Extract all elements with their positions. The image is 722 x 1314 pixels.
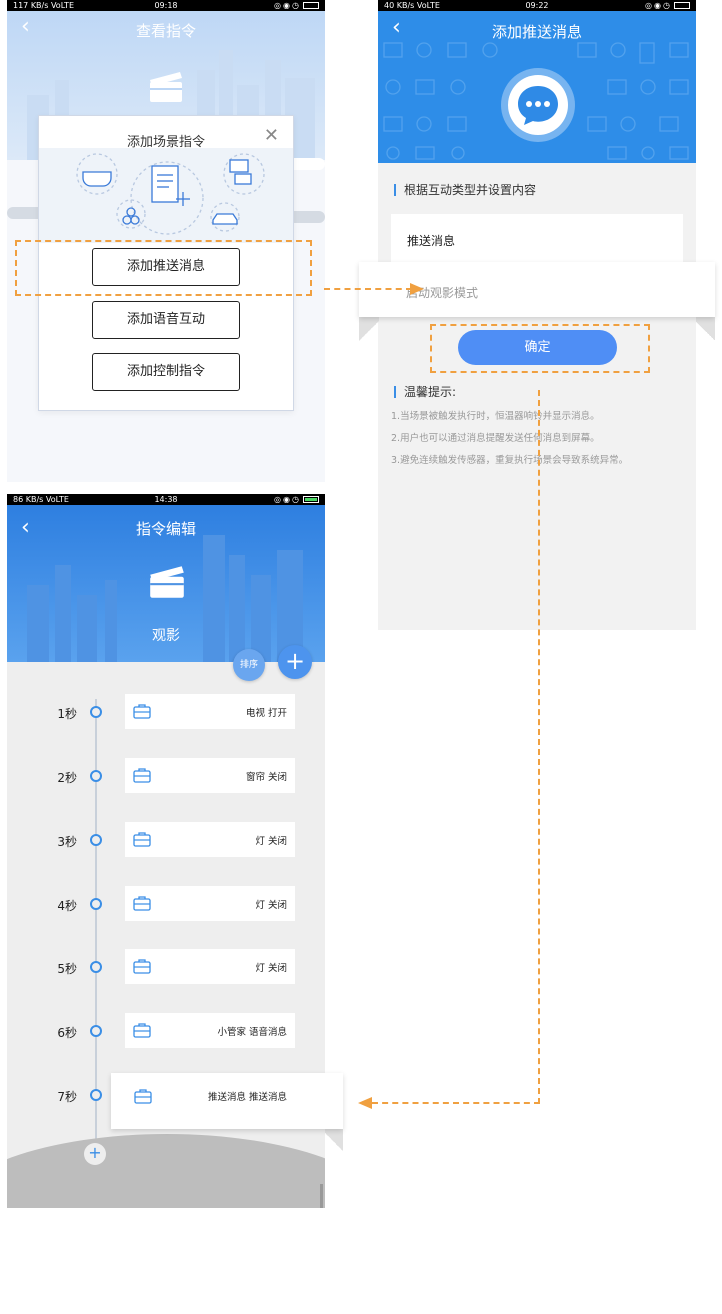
row-text: 电视 打开 (245, 708, 287, 719)
timeline (95, 699, 97, 1159)
sort-button[interactable]: 排序 (233, 649, 265, 681)
back-icon[interactable]: ‹ (392, 15, 401, 40)
page-title: 添加推送消息 (491, 23, 582, 41)
back-icon[interactable]: ‹ (21, 14, 30, 39)
row-text: 推送消息 推送消息 (207, 1092, 287, 1103)
tip-1: 1.当场景被触发执行时，恒温器响铃并显示消息。 (391, 411, 600, 422)
device-icon (134, 1089, 152, 1104)
row-time: 7秒 (57, 1090, 77, 1104)
add-command-button[interactable]: + (278, 645, 312, 679)
message-input-value: 启动观影模式 (406, 286, 479, 300)
row-text: 灯 关闭 (255, 963, 287, 974)
dialog-title: 添加场景指令 (126, 135, 205, 150)
row-time: 6秒 (57, 1026, 77, 1040)
row-time: 1秒 (57, 707, 77, 721)
confirm-button[interactable]: 确定 (458, 330, 617, 365)
header-banner (378, 0, 696, 163)
row-time: 5秒 (57, 962, 77, 976)
close-icon[interactable]: ✕ (263, 125, 279, 146)
flow-arrow-right-icon (410, 283, 424, 295)
status-time: 09:18 (154, 1, 178, 10)
flow-arrow-left-icon (358, 1097, 372, 1109)
tip-3: 3.避免连续触发传感器，重复执行场景会导致系统异常。 (391, 455, 629, 466)
status-time: 14:38 (154, 495, 178, 504)
status-network: 86 KB/s VoLTE (13, 495, 69, 504)
clapperboard-icon (150, 566, 184, 598)
status-network: 117 KB/s VoLTE (13, 1, 74, 10)
screen-view-command: 117 KB/s VoLTE 09:18 ◎◉◷ ‹ 查看指令 添加场景指令 ✕ (7, 0, 325, 482)
add-control-command-button[interactable]: 添加控制指令 (92, 353, 240, 391)
tips-title: 温馨提示: (394, 386, 456, 398)
add-voice-interaction-button[interactable]: 添加语音互动 (92, 301, 240, 339)
add-step-button[interactable]: + (84, 1143, 106, 1165)
row-time: 3秒 (57, 835, 77, 849)
back-icon[interactable]: ‹ (21, 515, 30, 540)
device-icon (133, 959, 151, 974)
row-time: 4秒 (57, 899, 77, 913)
scene-name: 观影 (152, 628, 180, 644)
field-label: 推送消息 (407, 234, 456, 248)
status-bar: 40 KB/s VoLTE 09:22 ◎◉◷ (378, 0, 696, 11)
row-text: 小管家 语音消息 (217, 1027, 287, 1038)
chat-bubble-icon (518, 86, 558, 125)
add-command-dialog: 添加场景指令 ✕ 添加推送消息 (38, 115, 294, 411)
device-icon (133, 768, 151, 783)
flow-connector (538, 390, 540, 1104)
tip-2: 2.用户也可以通过消息提醒发送任何消息到屏幕。 (391, 433, 600, 444)
status-bar: 86 KB/s VoLTE 14:38 ◎◉◷ (7, 494, 325, 505)
field-card: 推送消息 (391, 214, 683, 261)
scrollbar[interactable] (320, 1184, 323, 1208)
status-network: 40 KB/s VoLTE (384, 1, 440, 10)
flow-connector (372, 1102, 540, 1104)
flow-connector (324, 288, 412, 290)
appliance-pattern (383, 42, 689, 160)
device-icon (133, 704, 151, 719)
status-time: 09:22 (525, 1, 549, 10)
row-time: 2秒 (57, 771, 77, 785)
add-push-message-button[interactable]: 添加推送消息 (92, 248, 240, 286)
page-title: 指令编辑 (135, 520, 196, 538)
row-text: 窗帘 关闭 (245, 772, 287, 783)
status-icons: ◎◉◷ (645, 0, 690, 11)
highlight-push-button (15, 240, 312, 296)
dialog-illustration (39, 148, 293, 243)
status-bar: 117 KB/s VoLTE 09:18 ◎◉◷ (7, 0, 325, 11)
status-icons: ◎◉◷ (274, 0, 319, 11)
device-icon (133, 896, 151, 911)
clapperboard-icon (150, 72, 182, 102)
status-icons: ◎◉◷ (274, 494, 319, 505)
header-banner (7, 505, 325, 662)
row-text: 灯 关闭 (255, 836, 287, 847)
device-icon (133, 832, 151, 847)
row-text: 灯 关闭 (255, 900, 287, 911)
city-skyline (27, 535, 303, 662)
command-row-push-message[interactable]: 推送消息 推送消息 (111, 1073, 343, 1129)
highlight-confirm-button (430, 324, 650, 373)
device-icon (133, 1023, 151, 1038)
section-label: 根据互动类型并设置内容 (394, 184, 536, 196)
page-title: 查看指令 (135, 22, 196, 40)
